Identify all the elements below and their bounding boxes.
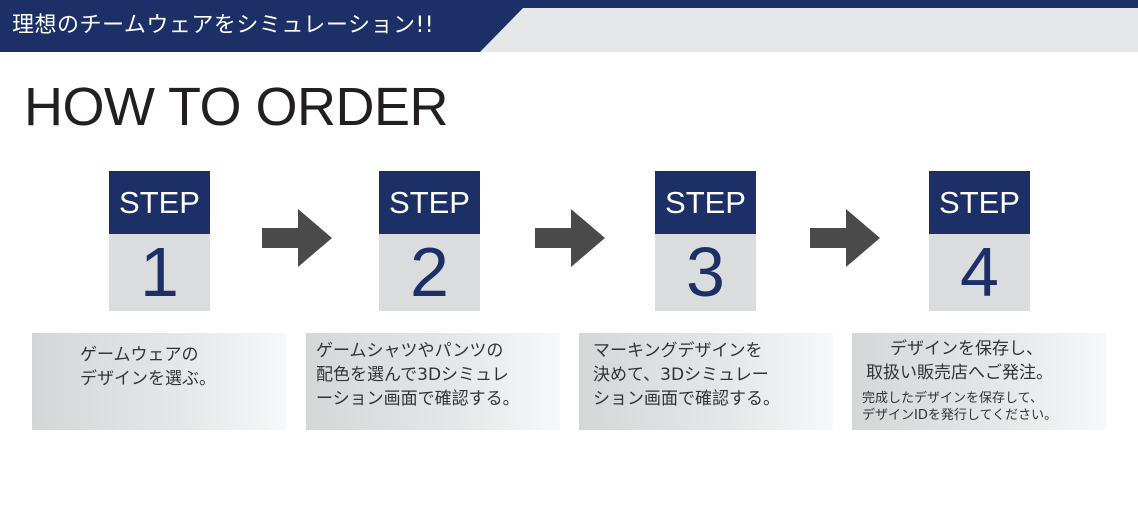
arrow-right-icon [262,209,332,267]
step-label: STEP [109,171,210,234]
step-number: 2 [379,234,480,311]
description-line: ゲームウェアの [80,345,199,365]
description-line: ゲームシャツやパンツの [316,341,504,361]
page-title: HOW TO ORDER [24,77,449,137]
description-line: 配色を選んで3Dシミュレ [316,365,509,385]
step-number: 1 [109,234,210,311]
step-2-description: ゲームシャツやパンツの 配色を選んで3Dシミュレ ーション画面で確認する。 [306,333,560,430]
step-1-badge: STEP 1 [109,171,210,311]
step-3-badge: STEP 3 [655,171,756,311]
step-label: STEP [379,171,480,234]
step-number: 4 [929,234,1030,311]
step-4-badge: STEP 4 [929,171,1030,311]
step-number: 3 [655,234,756,311]
step-4-description: デザインを保存し、 取扱い販売店へご発注。 完成したデザインを保存して、 デザイ… [852,333,1106,430]
arrow-right-icon [810,209,880,267]
description-line: 取扱い販売店へご発注。 [866,363,1053,383]
step-3-description: マーキングデザインを 決めて、3Dシミュレー ション画面で確認する。 [579,333,833,430]
step-1-description: ゲームウェアの デザインを選ぶ。 [32,333,286,430]
header-banner: 理想のチームウェアをシミュレーション!! [0,0,1138,52]
step-label: STEP [655,171,756,234]
description-line: マーキングデザインを [593,341,763,361]
description-line: ション画面で確認する。 [593,389,780,409]
description-line: デザインを保存し、 [890,339,1043,359]
step-label: STEP [929,171,1030,234]
description-note: デザインIDを発行してください。 [862,408,1058,423]
description-line: 決めて、3Dシミュレー [593,365,769,385]
description-line: デザインを選ぶ。 [80,369,216,389]
description-line: ーション画面で確認する。 [316,389,520,409]
banner-title: 理想のチームウェアをシミュレーション!! [12,13,435,38]
banner-background [0,0,1138,52]
description-note: 完成したデザインを保存して、 [862,391,1043,406]
step-2-badge: STEP 2 [379,171,480,311]
arrow-right-icon [535,209,605,267]
